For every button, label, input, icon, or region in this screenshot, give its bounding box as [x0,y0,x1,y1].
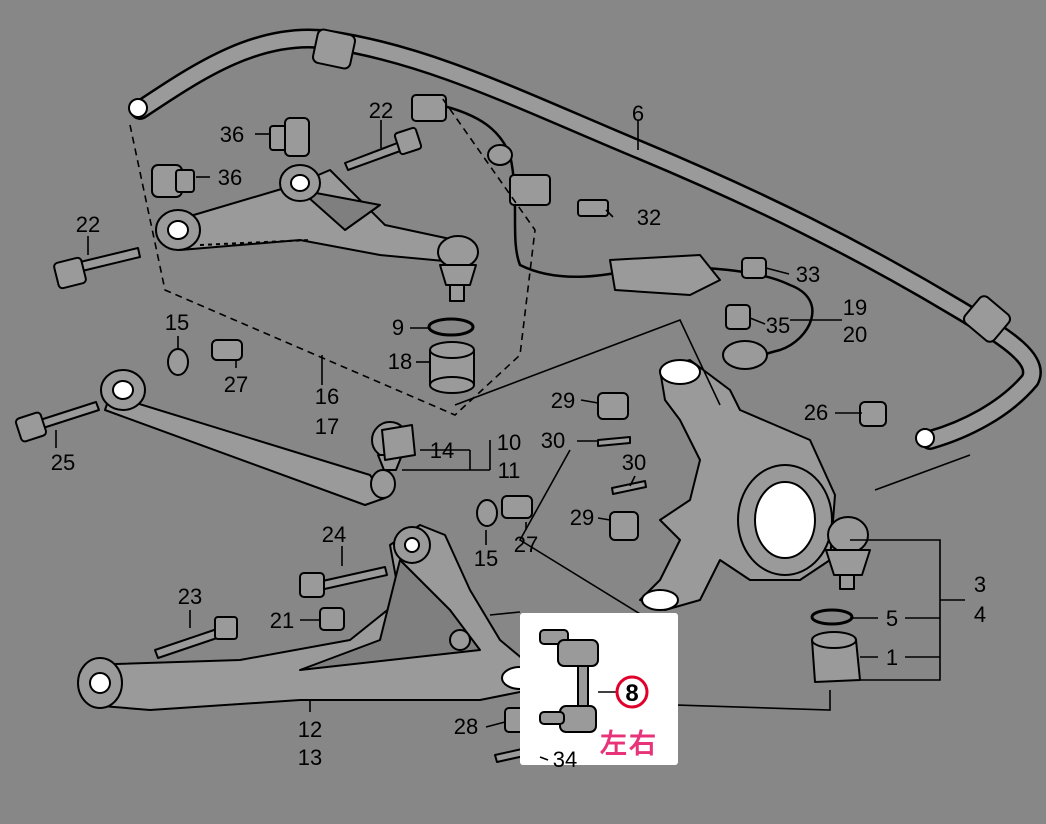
label-13: 13 [298,745,322,770]
label-28: 28 [454,714,478,739]
label-15b: 15 [474,546,498,571]
label-26: 26 [804,400,828,425]
bolt-32 [577,199,609,217]
label-25: 25 [51,450,75,475]
label-12: 12 [298,717,322,742]
bolt-22-upper [344,126,423,171]
nut-29-lower [609,511,639,541]
highlight-part-number: 8 [625,680,638,707]
label-33: 33 [796,262,820,287]
bushing-18 [429,341,475,394]
label-5: 5 [886,606,898,631]
label-6: 6 [632,101,644,126]
label-24: 24 [322,522,346,547]
washer-15-lower [476,499,498,527]
label-16: 16 [315,384,339,409]
label-34: 34 [553,747,577,772]
sensor-harness [411,94,814,370]
stabilizer-link [539,629,599,733]
label-29a: 29 [551,388,575,413]
label-21: 21 [270,608,294,633]
label-4: 4 [974,602,986,627]
label-19: 19 [843,295,867,320]
bolt-25 [14,401,100,443]
label-18: 18 [388,349,412,374]
label-27b: 27 [514,532,538,557]
bushing-14 [381,424,416,461]
label-29b: 29 [570,505,594,530]
label-36b: 36 [218,165,242,190]
nut-26 [859,401,887,427]
nut-27-lower [501,495,533,519]
bolt-23 [154,616,238,659]
ring-9 [427,317,475,337]
bolt-24 [299,566,388,598]
label-27a: 27 [224,372,248,397]
group-outlines-solid [454,318,971,711]
label-11: 11 [498,458,521,483]
bolt-35 [725,304,751,330]
label-35: 35 [766,313,790,338]
leader-lines [55,120,965,761]
ball-joint-lower [825,516,871,590]
highlight-ring [615,675,649,709]
knuckle [639,359,836,611]
nut-27-upper [211,339,243,361]
bolt-22-left [53,247,141,290]
side-label: 左右 [600,729,658,760]
label-1: 1 [886,645,898,670]
label-22b: 22 [76,212,100,237]
label-36a: 36 [220,122,244,147]
upper-arm [155,164,479,302]
stabilizer-bar [128,28,1042,450]
bushing-36-upper [269,117,310,157]
label-23: 23 [178,584,202,609]
pin-30-lower [611,480,647,495]
label-22a: 22 [369,98,393,123]
bushing-36-lower [151,164,195,198]
label-3: 3 [974,572,986,597]
label-32: 32 [637,205,661,230]
label-10: 10 [497,430,521,455]
nut-29-upper [597,392,629,420]
label-20: 20 [843,322,867,347]
label-30b: 30 [622,450,646,475]
nut-21 [319,607,345,631]
label-15a: 15 [165,310,189,335]
label-17: 17 [315,414,339,439]
ring-5 [810,608,854,626]
pin-30-upper [597,436,631,447]
label-9: 9 [392,315,404,340]
group-outlines [129,94,536,416]
label-30a: 30 [541,428,565,453]
label-14: 14 [430,438,454,463]
